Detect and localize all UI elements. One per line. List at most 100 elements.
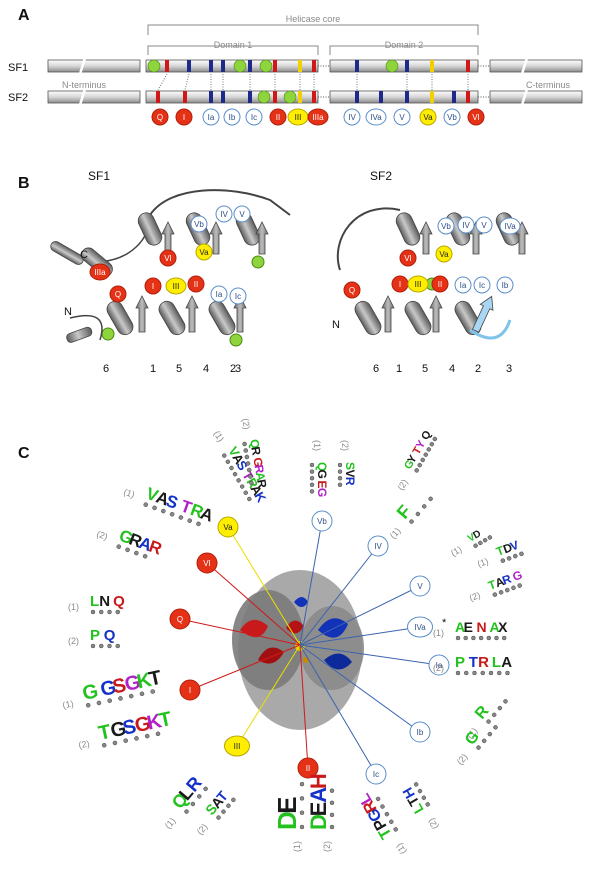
logo-group-label: (2) xyxy=(468,590,482,603)
strand-number: 2 xyxy=(475,363,481,375)
logo-group-label: (2) xyxy=(195,822,210,837)
svg-text:A: A xyxy=(455,619,465,635)
motif-iv-badge: IV xyxy=(343,108,361,126)
sf1-helix xyxy=(50,241,84,265)
svg-text:Ic: Ic xyxy=(479,281,485,290)
n-terminus-label: N-terminus xyxy=(62,80,107,90)
svg-text:R: R xyxy=(248,445,263,456)
svg-text:R: R xyxy=(188,500,206,522)
svg-text:Q: Q xyxy=(419,428,434,442)
sf1-helix xyxy=(208,300,236,336)
svg-text:G: G xyxy=(250,456,265,468)
svg-text:K: K xyxy=(135,669,154,694)
svg-text:I: I xyxy=(183,113,185,122)
spoke-motif-iv: IV xyxy=(367,535,389,557)
svg-text:G: G xyxy=(511,568,525,584)
svg-text:E: E xyxy=(306,802,331,817)
motif-ii-badge: II xyxy=(269,108,287,126)
sf1-motif-va: Va xyxy=(195,243,213,261)
svg-text:Ic: Ic xyxy=(251,113,257,122)
motif-iii-badge: III xyxy=(287,108,309,126)
svg-text:Ib: Ib xyxy=(229,113,236,122)
sf2-n-terminus-label: N xyxy=(332,319,340,331)
svg-text:Ic: Ic xyxy=(373,770,379,779)
central-protein-structure xyxy=(232,570,364,730)
svg-text:A: A xyxy=(154,488,172,510)
svg-text:IV: IV xyxy=(462,221,470,230)
svg-text:D: D xyxy=(471,528,483,541)
sf2-structure-cartoon xyxy=(336,207,529,340)
logo-group-label: (2) xyxy=(78,738,91,750)
svg-text:II: II xyxy=(438,280,442,289)
svg-text:G: G xyxy=(98,676,118,701)
sf2-strand xyxy=(419,221,433,255)
svg-text:IV: IV xyxy=(348,113,356,122)
svg-text:A: A xyxy=(489,619,499,635)
svg-text:G: G xyxy=(315,469,329,478)
svg-text:V: V xyxy=(343,469,357,477)
sf1-helix xyxy=(106,300,134,336)
sf2-helix xyxy=(404,300,432,336)
sf1-motif-vi: VI xyxy=(159,249,177,267)
c-terminus-label: C-terminus xyxy=(526,80,571,90)
sf2-strand-light xyxy=(471,295,494,333)
svg-text:Va: Va xyxy=(423,113,433,122)
logo-group-label: (1) xyxy=(68,602,79,612)
svg-text:A: A xyxy=(198,504,216,526)
svg-text:G: G xyxy=(80,680,100,705)
sf2-helix xyxy=(354,300,382,336)
motif-iiia-badge: IIIa xyxy=(307,108,329,126)
svg-text:Vb: Vb xyxy=(317,517,327,526)
sf1-motif-v: V xyxy=(233,205,251,223)
logo-ic2: LTH(2) xyxy=(399,782,440,832)
svg-text:R: R xyxy=(254,478,269,489)
svg-text:D: D xyxy=(306,814,331,830)
strand-number: 1 xyxy=(396,363,402,375)
svg-text:L: L xyxy=(90,593,99,610)
sf2-motif-q: Q xyxy=(343,281,361,299)
domain2-bracket xyxy=(329,45,479,55)
logo-iva1: VD(1) xyxy=(449,528,493,558)
logo-group-label: (1) xyxy=(163,816,178,831)
svg-text:V: V xyxy=(466,532,478,545)
svg-text:Ic: Ic xyxy=(235,292,241,301)
sf1-strand xyxy=(255,221,269,255)
sf1-helix xyxy=(137,212,163,246)
asterisk-marker: * xyxy=(442,617,447,629)
spoke-line xyxy=(299,644,377,775)
sf2-row-label: SF2 xyxy=(8,92,28,104)
logo-group-label: (2) xyxy=(433,663,444,673)
sf2-motif-vi: VI xyxy=(399,249,417,267)
sf1-c-terminus-label: C xyxy=(80,249,88,261)
svg-text:G: G xyxy=(123,671,143,696)
sf2-motif-iii: III xyxy=(407,275,429,293)
svg-text:III: III xyxy=(295,113,302,122)
logo-group-label: (1) xyxy=(394,842,408,857)
svg-text:Q: Q xyxy=(247,438,262,450)
spoke-line xyxy=(236,644,301,747)
motif-v-badge: V xyxy=(393,108,411,126)
logo-group-label: (2) xyxy=(426,817,440,832)
sf2-strand xyxy=(381,295,395,333)
sf2-motif-vb: Vb xyxy=(437,217,455,235)
svg-text:L: L xyxy=(492,654,501,671)
svg-text:VI: VI xyxy=(472,113,480,122)
svg-text:N: N xyxy=(477,619,487,635)
spoke-line xyxy=(299,644,421,733)
sf1-structure-cartoon xyxy=(50,189,291,347)
sf1-motif-vb: Vb xyxy=(190,215,208,233)
svg-text:A: A xyxy=(136,533,154,555)
sf2-motif-iva: IVa xyxy=(499,217,521,235)
spoke-motif-iii: III xyxy=(224,735,250,757)
logo-group-label: (2) xyxy=(455,752,470,767)
sf1-motif-ia: Ia xyxy=(210,285,228,303)
strand-number: 2 xyxy=(230,363,236,375)
sf1-strand xyxy=(161,221,175,255)
domain1-bracket xyxy=(147,45,319,55)
svg-text:Ia: Ia xyxy=(436,661,443,670)
